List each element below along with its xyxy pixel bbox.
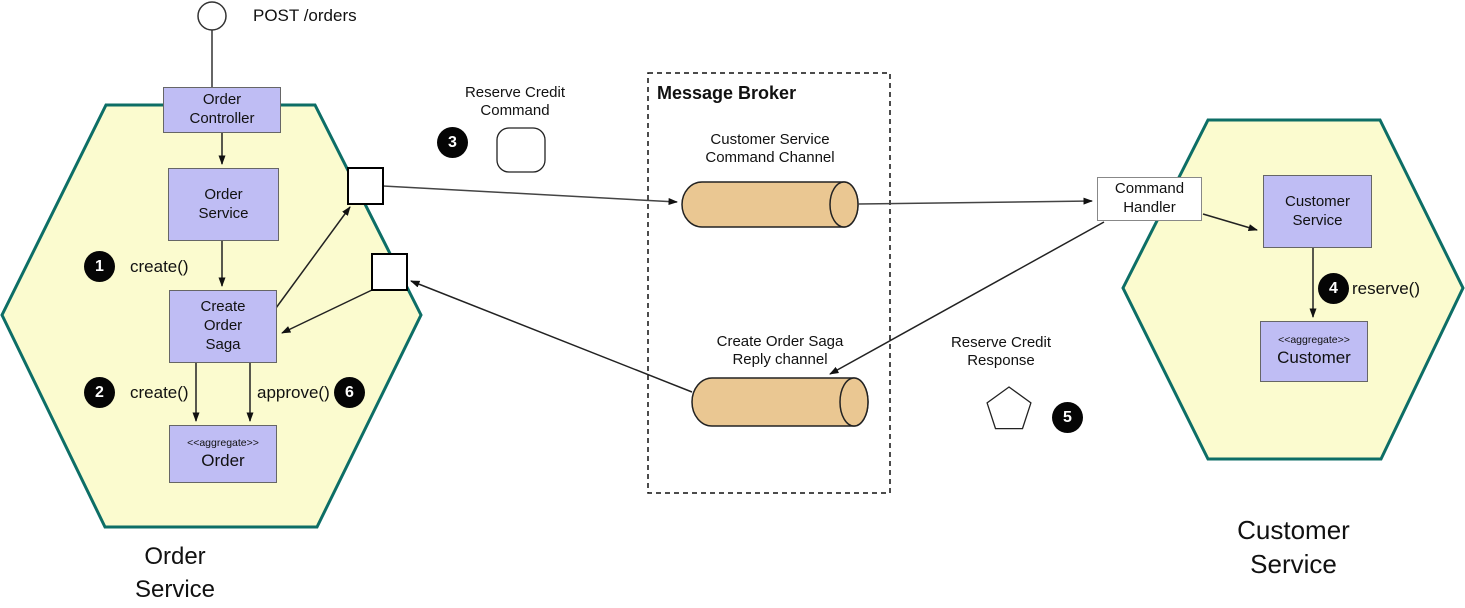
saga-to-outport-arrow xyxy=(275,206,351,309)
order-aggregate-name: Order xyxy=(201,450,245,470)
order-service-hexagon-label: Order Service xyxy=(134,543,216,603)
command-out-port xyxy=(347,167,384,205)
step-badge-2: 2 xyxy=(84,377,115,408)
order-controller-node: Order Controller xyxy=(163,87,281,133)
customer-service-hexagon xyxy=(1121,118,1465,461)
message-broker-title: Message Broker xyxy=(657,83,797,103)
create-order-saga-node: Create Order Saga xyxy=(169,290,277,363)
reply-in-port xyxy=(371,253,408,291)
create-label-2: create() xyxy=(130,383,189,402)
outport-to-command-channel-arrow xyxy=(382,185,678,206)
create-label-1: create() xyxy=(130,257,189,276)
post-orders-label: POST /orders xyxy=(253,6,357,25)
command-channel-label: Customer Service Command Channel xyxy=(705,131,835,167)
approve-label: approve() xyxy=(257,383,330,402)
order-aggregate-stereotype: <<aggregate>> xyxy=(187,436,259,449)
step-badge-1: 1 xyxy=(84,251,115,282)
customer-service-node: Customer Service xyxy=(1263,175,1372,248)
inport-to-saga-arrow xyxy=(281,289,373,334)
step-badge-3: 3 xyxy=(437,127,468,158)
command-channel-to-handler-arrow xyxy=(857,197,1093,205)
reply-channel-to-inport-arrow xyxy=(410,280,693,393)
command-channel-cylinder-icon xyxy=(681,181,859,228)
customer-service-hexagon-label: Customer Service xyxy=(1237,515,1350,580)
order-aggregate-node: <<aggregate>> Order xyxy=(169,425,277,483)
handler-to-customer-service-arrow xyxy=(1202,213,1258,231)
order-service-node: Order Service xyxy=(168,168,279,241)
reserve-label: reserve() xyxy=(1352,279,1421,298)
customer-aggregate-stereotype: <<aggregate>> xyxy=(1278,334,1350,347)
response-message-pentagon-icon xyxy=(986,386,1032,430)
reserve-credit-response-label: Reserve Credit Response xyxy=(950,334,1052,370)
step-badge-6: 6 xyxy=(334,377,365,408)
actor-circle-icon xyxy=(197,1,227,31)
reply-channel-label: Create Order Saga Reply channel xyxy=(716,333,844,369)
customer-aggregate-name: Customer xyxy=(1277,348,1351,368)
reply-channel-cylinder-icon xyxy=(691,377,869,427)
command-handler-node: Command Handler xyxy=(1097,177,1202,221)
step-badge-5: 5 xyxy=(1052,402,1083,433)
message-broker-boundary xyxy=(647,72,891,494)
command-message-icon xyxy=(496,127,546,173)
customer-aggregate-node: <<aggregate>> Customer xyxy=(1260,321,1368,382)
handler-to-reply-channel-arrow xyxy=(829,221,1105,375)
reserve-credit-command-label: Reserve Credit Command xyxy=(464,84,566,120)
step-badge-4: 4 xyxy=(1318,273,1349,304)
